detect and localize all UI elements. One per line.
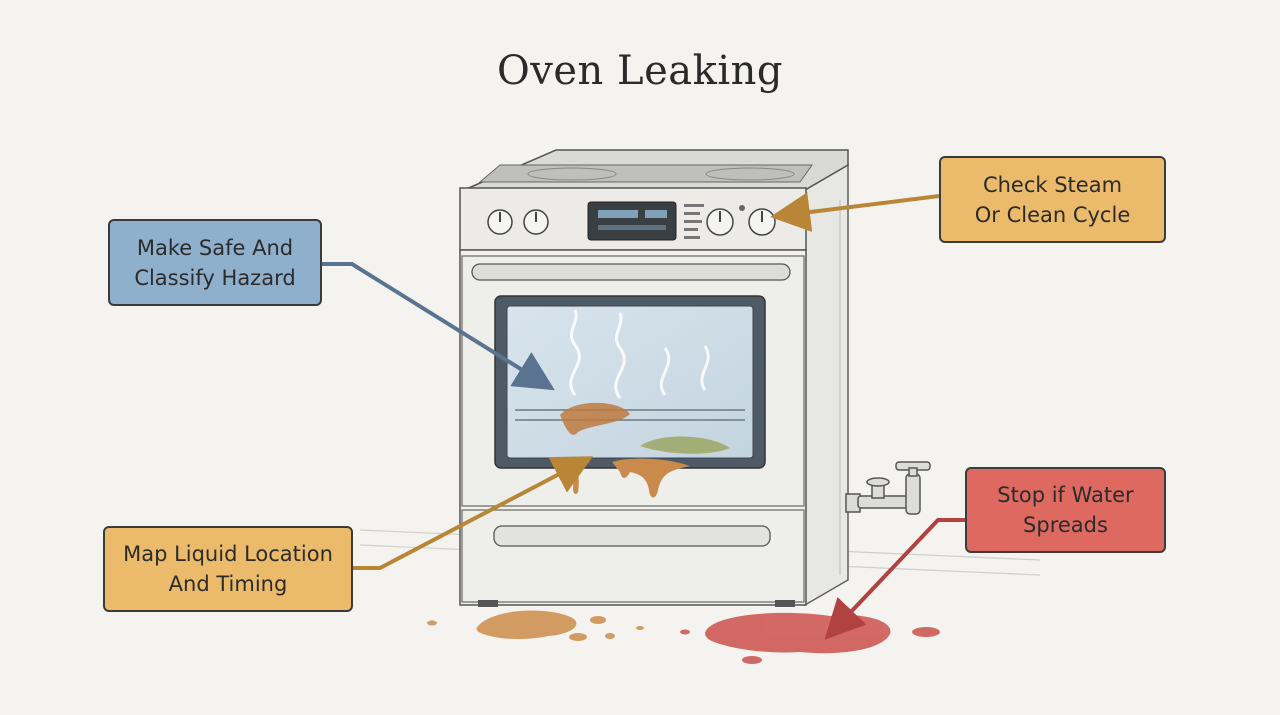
oven-drawer bbox=[461, 509, 805, 603]
floor-puddle-brown bbox=[427, 610, 644, 641]
callout-check-steam: Check Steam Or Clean Cycle bbox=[939, 156, 1166, 243]
floor-puddle-red bbox=[680, 612, 940, 664]
oven-side bbox=[804, 163, 849, 607]
oven-display bbox=[587, 201, 677, 241]
callout-make-safe: Make Safe And Classify Hazard bbox=[108, 219, 322, 306]
arrow-make-safe bbox=[322, 262, 555, 391]
callout-map-liquid: Map Liquid Location And Timing bbox=[103, 526, 353, 612]
callout-stop-water: Stop if Water Spreads bbox=[965, 467, 1166, 553]
water-valve-icon bbox=[845, 461, 931, 515]
oven-cooktop bbox=[463, 149, 849, 191]
arrow-check-steam bbox=[770, 192, 940, 232]
diagram-title: Oven Leaking bbox=[496, 48, 784, 94]
oven-body bbox=[459, 249, 807, 607]
oven-door-handle bbox=[471, 263, 791, 281]
oven-drawer-handle bbox=[493, 525, 771, 547]
arrow-stop-water bbox=[824, 518, 965, 640]
oven-control-panel bbox=[459, 187, 807, 251]
arrow-map-liquid bbox=[353, 456, 594, 570]
